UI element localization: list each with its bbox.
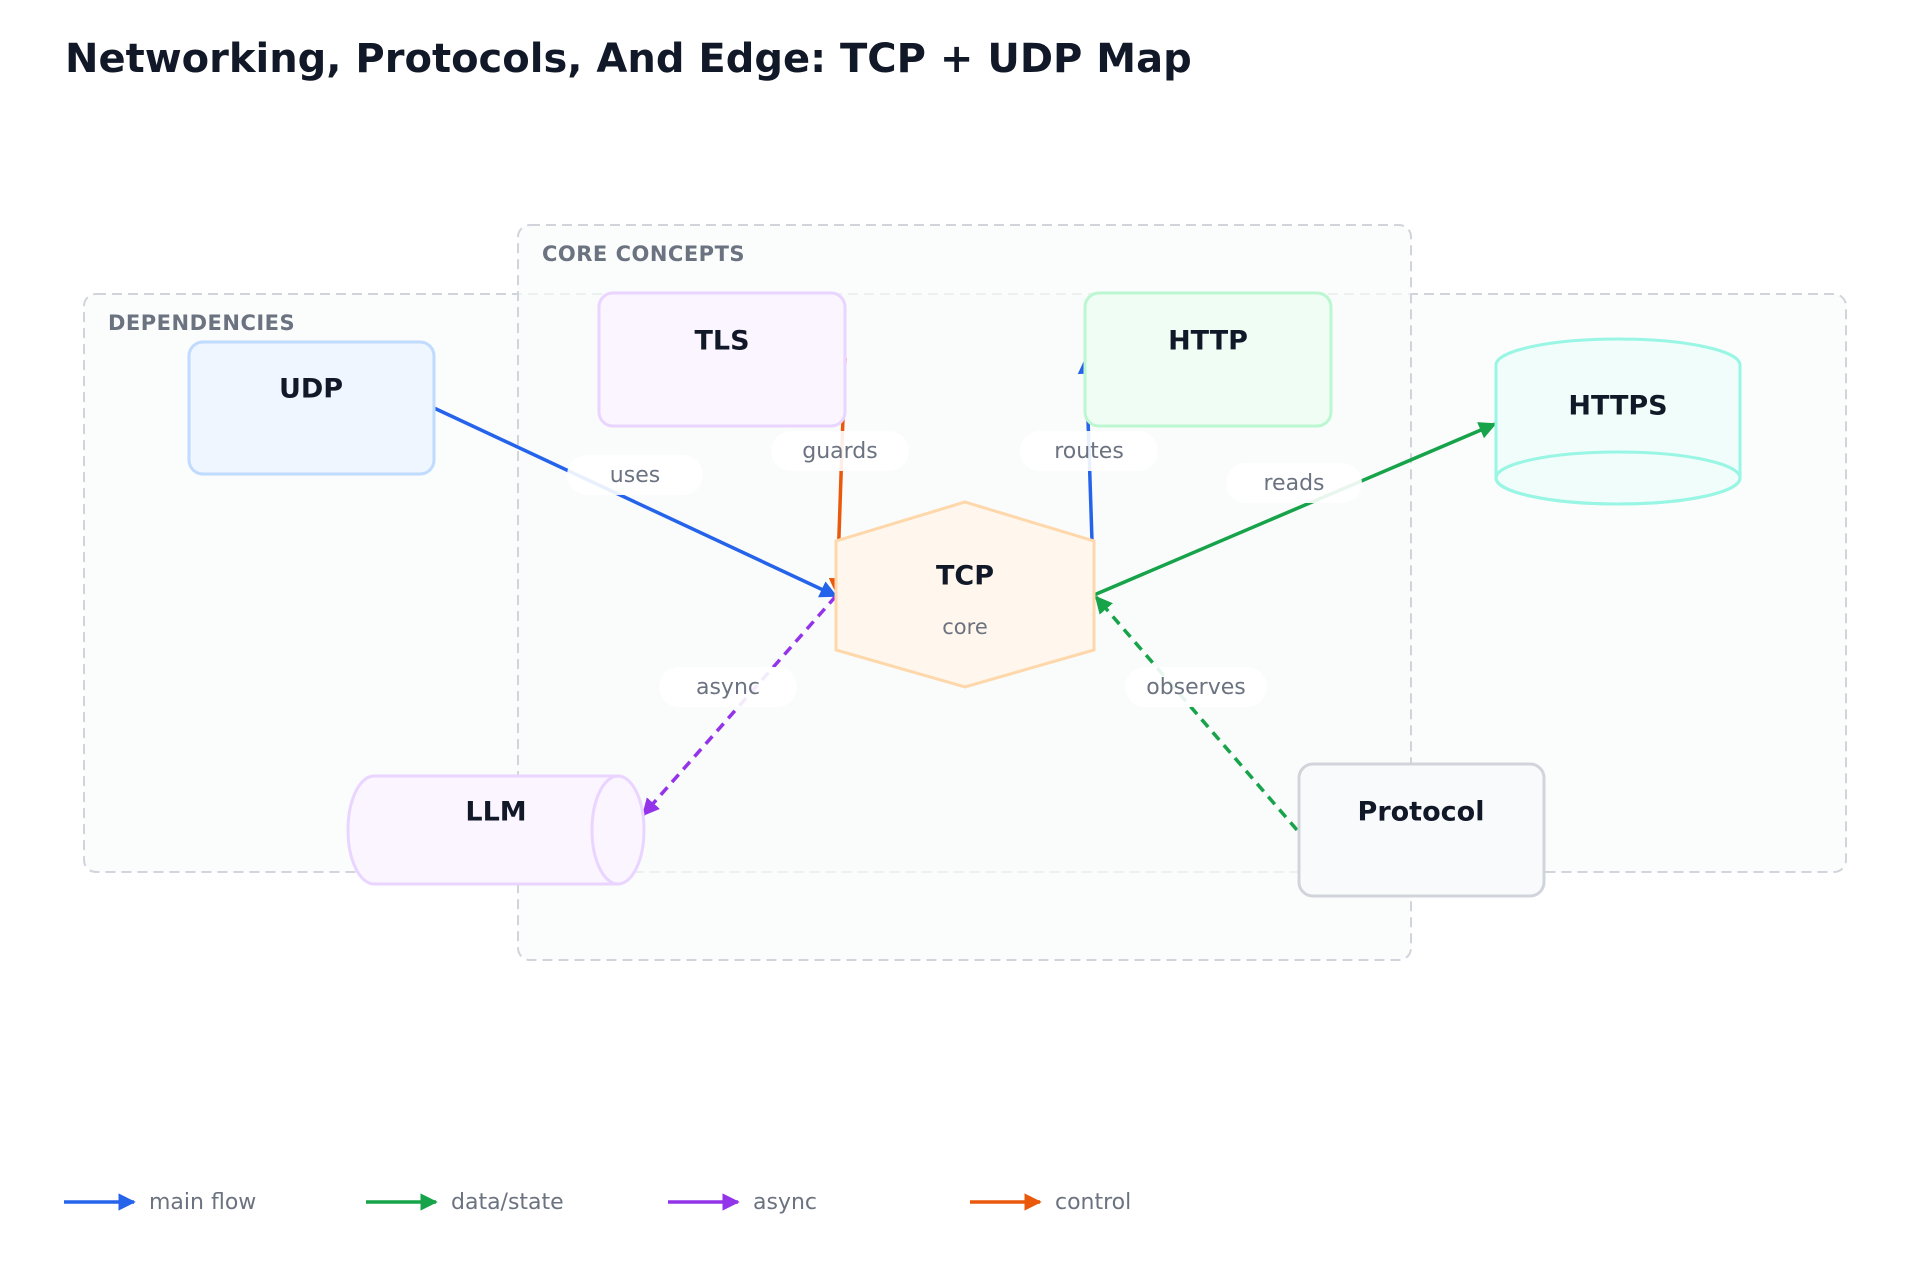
edge-label-guards-text: guards <box>802 439 877 464</box>
node-tls[interactable]: TLS <box>597 291 847 428</box>
legend-control-label: control <box>1055 1190 1131 1215</box>
edge-label-uses-text: uses <box>610 463 660 488</box>
page-title: Networking, Protocols, And Edge: TCP + U… <box>65 36 1192 82</box>
legend-item-main-flow: main flow <box>64 1190 256 1215</box>
node-tcp-hexagon <box>834 500 1096 689</box>
edge-label-routes: routes <box>1020 431 1158 471</box>
legend-item-control: control <box>970 1190 1131 1215</box>
legend-main-flow-label: main flow <box>149 1190 256 1215</box>
edge-label-uses: uses <box>567 455 703 495</box>
node-tcp-label: TCP <box>936 561 994 592</box>
node-llm-cylinder-body <box>346 774 620 886</box>
edge-label-async: async <box>659 667 797 707</box>
edge-uses[interactable] <box>433 406 838 598</box>
edge-label-observes: observes <box>1125 667 1267 707</box>
legend-item-async: async <box>668 1190 817 1215</box>
edge-label-guards: guards <box>771 431 909 471</box>
edge-observes[interactable] <box>1094 595 1299 832</box>
node-protocol-shape <box>1297 762 1546 898</box>
node-udp[interactable]: UDP <box>187 340 436 476</box>
node-protocol[interactable]: Protocol <box>1297 762 1546 898</box>
node-llm-cylinder-end <box>590 774 646 886</box>
node-https[interactable]: HTTPS <box>1494 337 1742 506</box>
legend-item-data-state: data/state <box>366 1190 564 1215</box>
node-tcp[interactable]: TCP core <box>834 500 1096 689</box>
edge-label-reads: reads <box>1226 463 1362 503</box>
node-http-shape <box>1083 291 1333 428</box>
node-https-label: HTTPS <box>1568 391 1667 422</box>
legend-async-label: async <box>753 1190 817 1215</box>
edge-label-routes-text: routes <box>1054 439 1124 464</box>
node-http[interactable]: HTTP <box>1083 291 1333 428</box>
node-https-cylinder-bottom <box>1494 450 1742 506</box>
node-udp-shape <box>187 340 436 476</box>
node-llm[interactable]: LLM <box>346 774 646 886</box>
node-http-label: HTTP <box>1168 326 1248 357</box>
legend: main flow data/state async control <box>64 1190 1131 1215</box>
group-core-concepts-label: CORE CONCEPTS <box>542 242 745 266</box>
edge-labels: uses guards routes reads async observes <box>567 431 1362 707</box>
node-tls-shape <box>597 291 847 428</box>
node-protocol-label: Protocol <box>1358 797 1485 828</box>
group-dependencies-label: DEPENDENCIES <box>108 311 295 335</box>
edge-label-async-text: async <box>696 675 760 700</box>
legend-data-state-label: data/state <box>451 1190 564 1215</box>
edge-label-observes-text: observes <box>1146 675 1245 700</box>
node-tcp-sublabel: core <box>942 615 988 639</box>
edge-label-reads-text: reads <box>1263 471 1324 496</box>
node-udp-label: UDP <box>279 374 343 405</box>
node-llm-label: LLM <box>465 797 526 828</box>
node-tls-label: TLS <box>694 326 749 357</box>
node-https-cylinder-body <box>1494 337 1742 506</box>
edge-reads[interactable] <box>1093 422 1497 597</box>
